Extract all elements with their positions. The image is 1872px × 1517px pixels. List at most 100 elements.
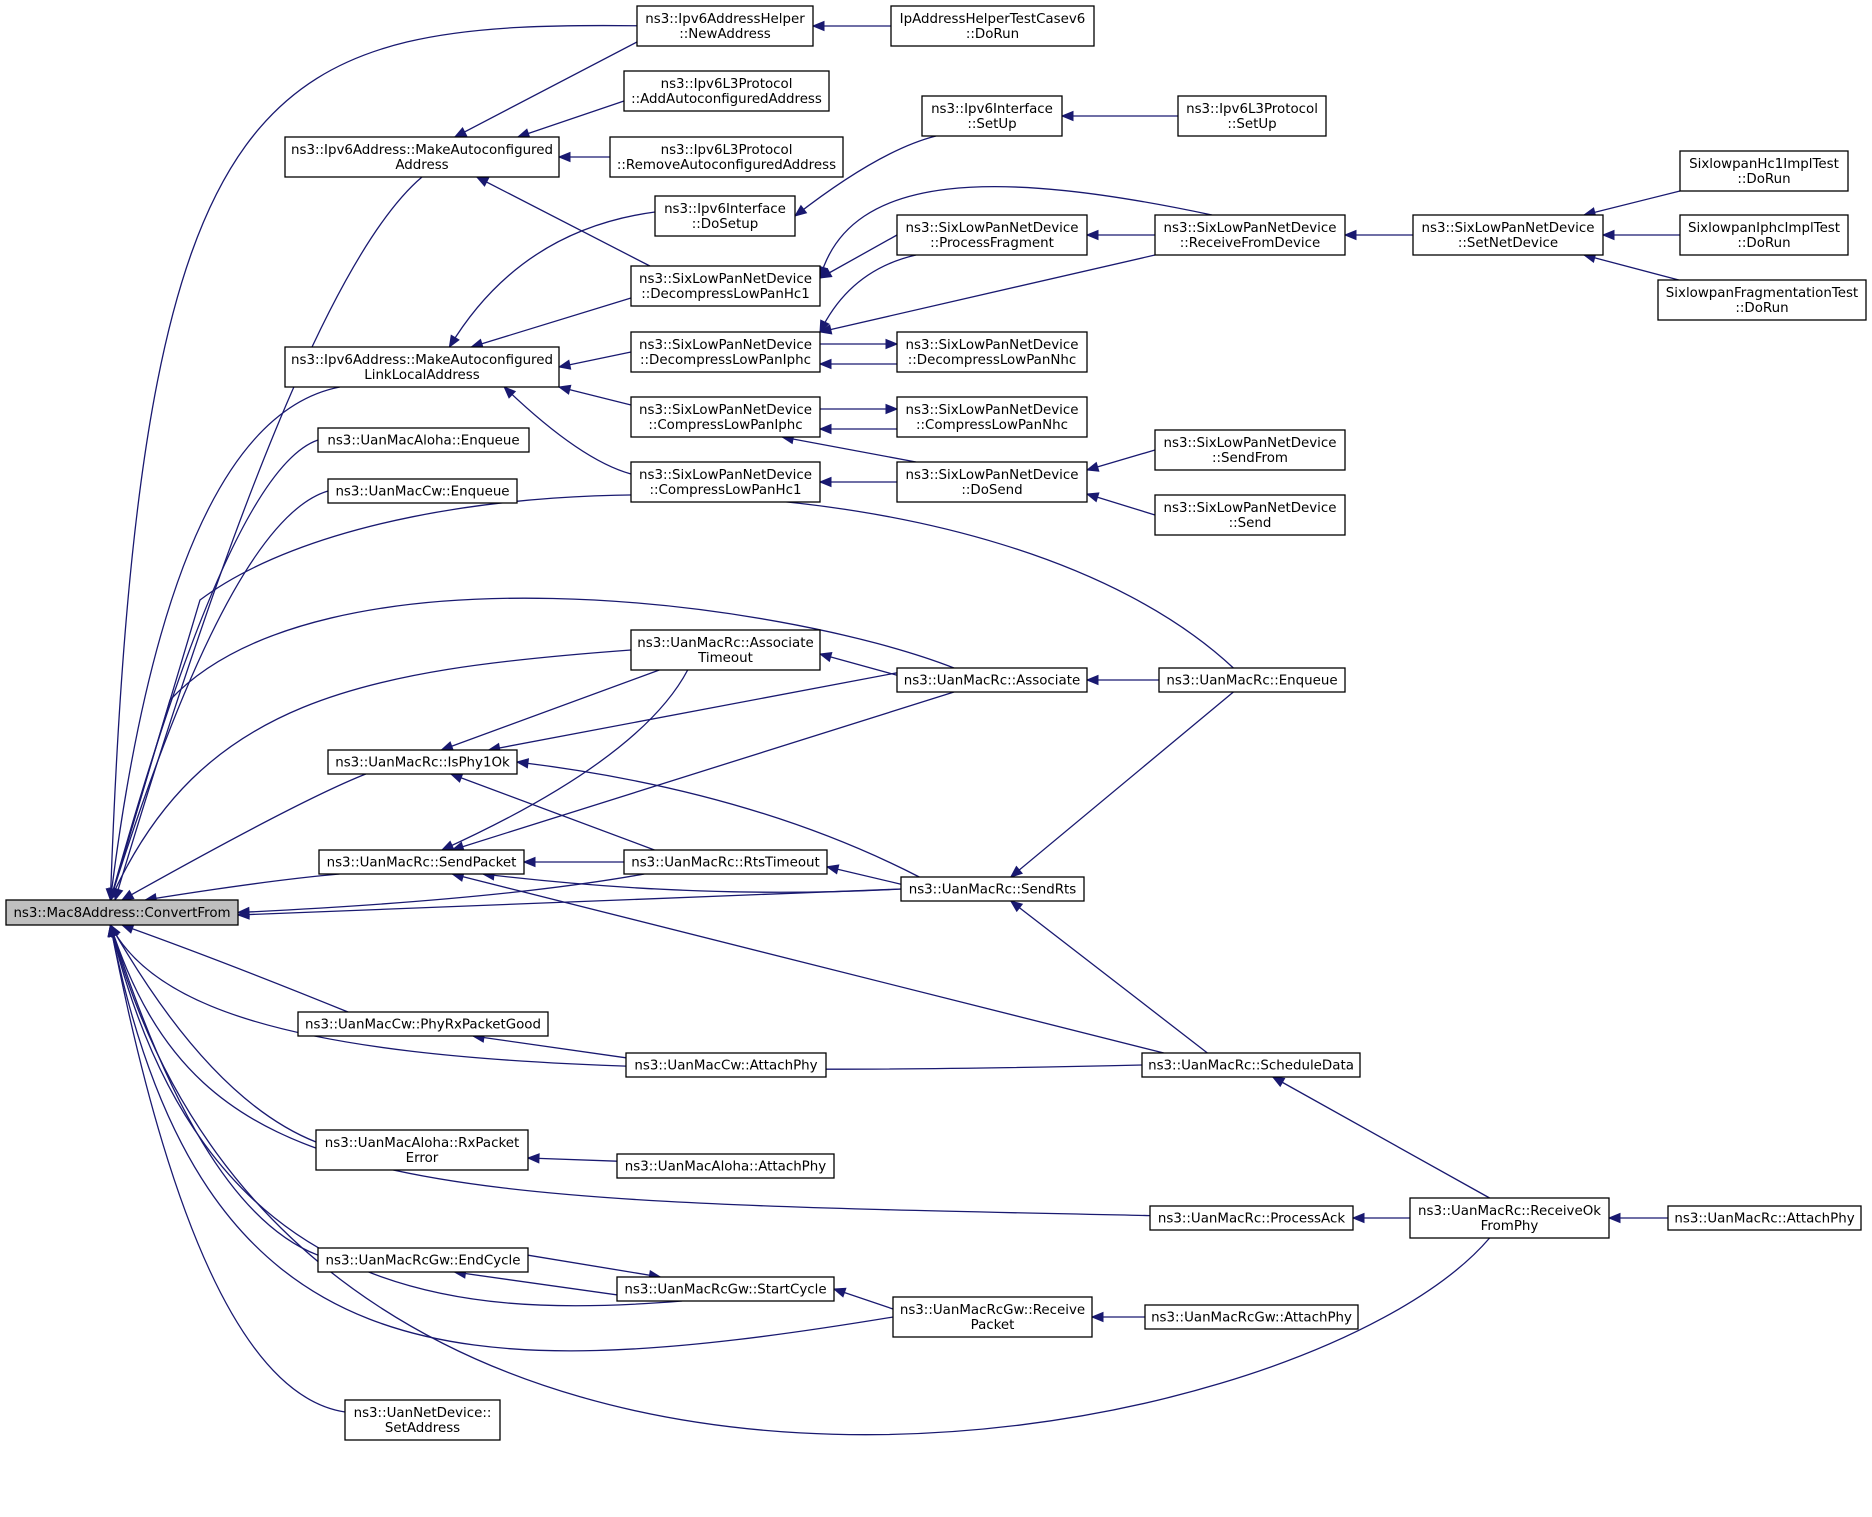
node-box[interactable] xyxy=(327,749,518,775)
node-newaddr[interactable]: ns3::Ipv6AddressHelper::NewAddress xyxy=(636,5,814,47)
node-box[interactable] xyxy=(1667,1205,1862,1231)
node-label: SixlowpanIphcImplTest xyxy=(1688,221,1840,236)
node-box[interactable] xyxy=(896,214,1088,256)
node-cwrx[interactable]: ns3::UanMacCw::PhyRxPacketGood xyxy=(297,1011,549,1037)
node-dechc1[interactable]: ns3::SixLowPanNetDevice::DecompressLowPa… xyxy=(630,265,821,307)
node-rtstimeout[interactable]: ns3::UanMacRc::RtsTimeout xyxy=(623,849,828,875)
node-box[interactable] xyxy=(654,195,796,237)
node-box[interactable] xyxy=(1154,429,1346,471)
node-send[interactable]: ns3::SixLowPanNetDevice::Send xyxy=(1154,494,1346,536)
edge-arrowhead xyxy=(818,651,833,663)
node-box[interactable] xyxy=(630,396,821,438)
node-deciphc[interactable]: ns3::SixLowPanNetDevice::DecompressLowPa… xyxy=(630,331,821,373)
node-sendrts[interactable]: ns3::UanMacRc::SendRts xyxy=(900,876,1085,902)
node-l3setup[interactable]: ns3::Ipv6L3Protocol::SetUp xyxy=(1177,95,1327,137)
node-box[interactable] xyxy=(609,136,844,178)
node-mkauto[interactable]: ns3::Ipv6Address::MakeAutoconfiguredAddr… xyxy=(284,136,560,178)
node-box[interactable] xyxy=(318,849,525,875)
node-l3rem[interactable]: ns3::Ipv6L3Protocol::RemoveAutoconfigure… xyxy=(609,136,844,178)
node-box[interactable] xyxy=(315,1129,529,1171)
node-gwattach[interactable]: ns3::UanMacRcGw::AttachPhy xyxy=(1144,1304,1359,1330)
node-procfrag[interactable]: ns3::SixLowPanNetDevice::ProcessFragment xyxy=(896,214,1088,256)
node-iptest[interactable]: IpAddressHelperTestCasev6::DoRun xyxy=(890,5,1095,47)
node-box[interactable] xyxy=(630,461,821,503)
node-box[interactable] xyxy=(896,331,1088,373)
node-box[interactable] xyxy=(1412,214,1604,256)
node-setnet[interactable]: ns3::SixLowPanNetDevice::SetNetDevice xyxy=(1412,214,1604,256)
node-box[interactable] xyxy=(1158,667,1346,693)
node-box[interactable] xyxy=(284,136,560,178)
node-box[interactable] xyxy=(344,1399,501,1441)
edge-line xyxy=(441,669,689,851)
node-mklink[interactable]: ns3::Ipv6Address::MakeAutoconfiguredLink… xyxy=(284,346,560,388)
node-fragtest[interactable]: SixlowpanFragmentationTest::DoRun xyxy=(1657,279,1867,321)
node-box[interactable] xyxy=(297,1011,549,1037)
node-box[interactable] xyxy=(1657,279,1867,321)
node-box[interactable] xyxy=(1144,1304,1359,1330)
node-box[interactable] xyxy=(630,331,821,373)
node-box[interactable] xyxy=(1149,1205,1354,1231)
node-comphc1[interactable]: ns3::SixLowPanNetDevice::CompressLowPanH… xyxy=(630,461,821,503)
node-box[interactable] xyxy=(636,5,814,47)
node-box[interactable] xyxy=(623,849,828,875)
node-procack[interactable]: ns3::UanMacRc::ProcessAck xyxy=(1149,1205,1354,1231)
node-startcycle[interactable]: ns3::UanMacRcGw::StartCycle xyxy=(616,1276,835,1302)
node-box[interactable] xyxy=(1154,494,1346,536)
node-box[interactable] xyxy=(1141,1052,1361,1078)
node-rcattach[interactable]: ns3::UanMacRc::AttachPhy xyxy=(1667,1205,1862,1231)
node-box[interactable] xyxy=(896,461,1088,503)
node-box[interactable] xyxy=(630,629,821,671)
node-alohaenq[interactable]: ns3::UanMacAloha::Enqueue xyxy=(317,427,530,453)
node-decnhc[interactable]: ns3::SixLowPanNetDevice::DecompressLowPa… xyxy=(896,331,1088,373)
node-compiphc[interactable]: ns3::SixLowPanNetDevice::CompressLowPanI… xyxy=(630,396,821,438)
node-alohaattach[interactable]: ns3::UanMacAloha::AttachPhy xyxy=(616,1153,835,1179)
node-compnhc[interactable]: ns3::SixLowPanNetDevice::CompressLowPanN… xyxy=(896,396,1088,438)
node-cwattach[interactable]: ns3::UanMacCw::AttachPhy xyxy=(625,1052,827,1078)
node-box[interactable] xyxy=(630,265,821,307)
node-box[interactable] xyxy=(1177,95,1327,137)
node-sched[interactable]: ns3::UanMacRc::ScheduleData xyxy=(1141,1052,1361,1078)
node-box[interactable] xyxy=(900,876,1085,902)
node-box[interactable] xyxy=(921,95,1063,137)
node-sendpkt[interactable]: ns3::UanMacRc::SendPacket xyxy=(318,849,525,875)
node-box[interactable] xyxy=(616,1153,835,1179)
node-box[interactable] xyxy=(317,427,530,453)
node-label: Packet xyxy=(971,1318,1015,1333)
node-hc1test[interactable]: SixlowpanHc1ImplTest::DoRun xyxy=(1679,150,1849,192)
node-box[interactable] xyxy=(892,1296,1093,1338)
node-l3add[interactable]: ns3::Ipv6L3Protocol::AddAutoconfiguredAd… xyxy=(623,70,830,112)
node-box[interactable] xyxy=(1679,150,1849,192)
node-rcenq[interactable]: ns3::UanMacRc::Enqueue xyxy=(1158,667,1346,693)
node-cwenq[interactable]: ns3::UanMacCw::Enqueue xyxy=(327,478,518,504)
node-ifsetup[interactable]: ns3::Ipv6Interface::SetUp xyxy=(921,95,1063,137)
node-box[interactable] xyxy=(327,478,518,504)
edge-line xyxy=(109,490,329,901)
node-associate[interactable]: ns3::UanMacRc::Associate xyxy=(896,667,1088,693)
node-box[interactable] xyxy=(896,667,1088,693)
node-box[interactable] xyxy=(623,70,830,112)
node-box[interactable] xyxy=(890,5,1095,47)
node-endcycle[interactable]: ns3::UanMacRcGw::EndCycle xyxy=(317,1247,529,1273)
node-box[interactable] xyxy=(625,1052,827,1078)
node-recvdev[interactable]: ns3::SixLowPanNetDevice::ReceiveFromDevi… xyxy=(1154,214,1346,256)
node-box[interactable] xyxy=(616,1276,835,1302)
node-box[interactable] xyxy=(1679,214,1849,256)
node-conv[interactable]: ns3::Mac8Address::ConvertFrom xyxy=(5,899,239,926)
node-isphy[interactable]: ns3::UanMacRc::IsPhy1Ok xyxy=(327,749,518,775)
node-box[interactable] xyxy=(1154,214,1346,256)
node-iphctest[interactable]: SixlowpanIphcImplTest::DoRun xyxy=(1679,214,1849,256)
node-box[interactable] xyxy=(284,346,560,388)
node-box[interactable] xyxy=(317,1247,529,1273)
node-sendfrom[interactable]: ns3::SixLowPanNetDevice::SendFrom xyxy=(1154,429,1346,471)
node-box[interactable] xyxy=(896,396,1088,438)
edge-line xyxy=(109,924,1143,1070)
node-ifdosetup[interactable]: ns3::Ipv6Interface::DoSetup xyxy=(654,195,796,237)
node-box[interactable] xyxy=(5,899,239,926)
node-setaddr[interactable]: ns3::UanNetDevice::SetAddress xyxy=(344,1399,501,1441)
node-box[interactable] xyxy=(1409,1197,1610,1239)
node-dosend[interactable]: ns3::SixLowPanNetDevice::DoSend xyxy=(896,461,1088,503)
